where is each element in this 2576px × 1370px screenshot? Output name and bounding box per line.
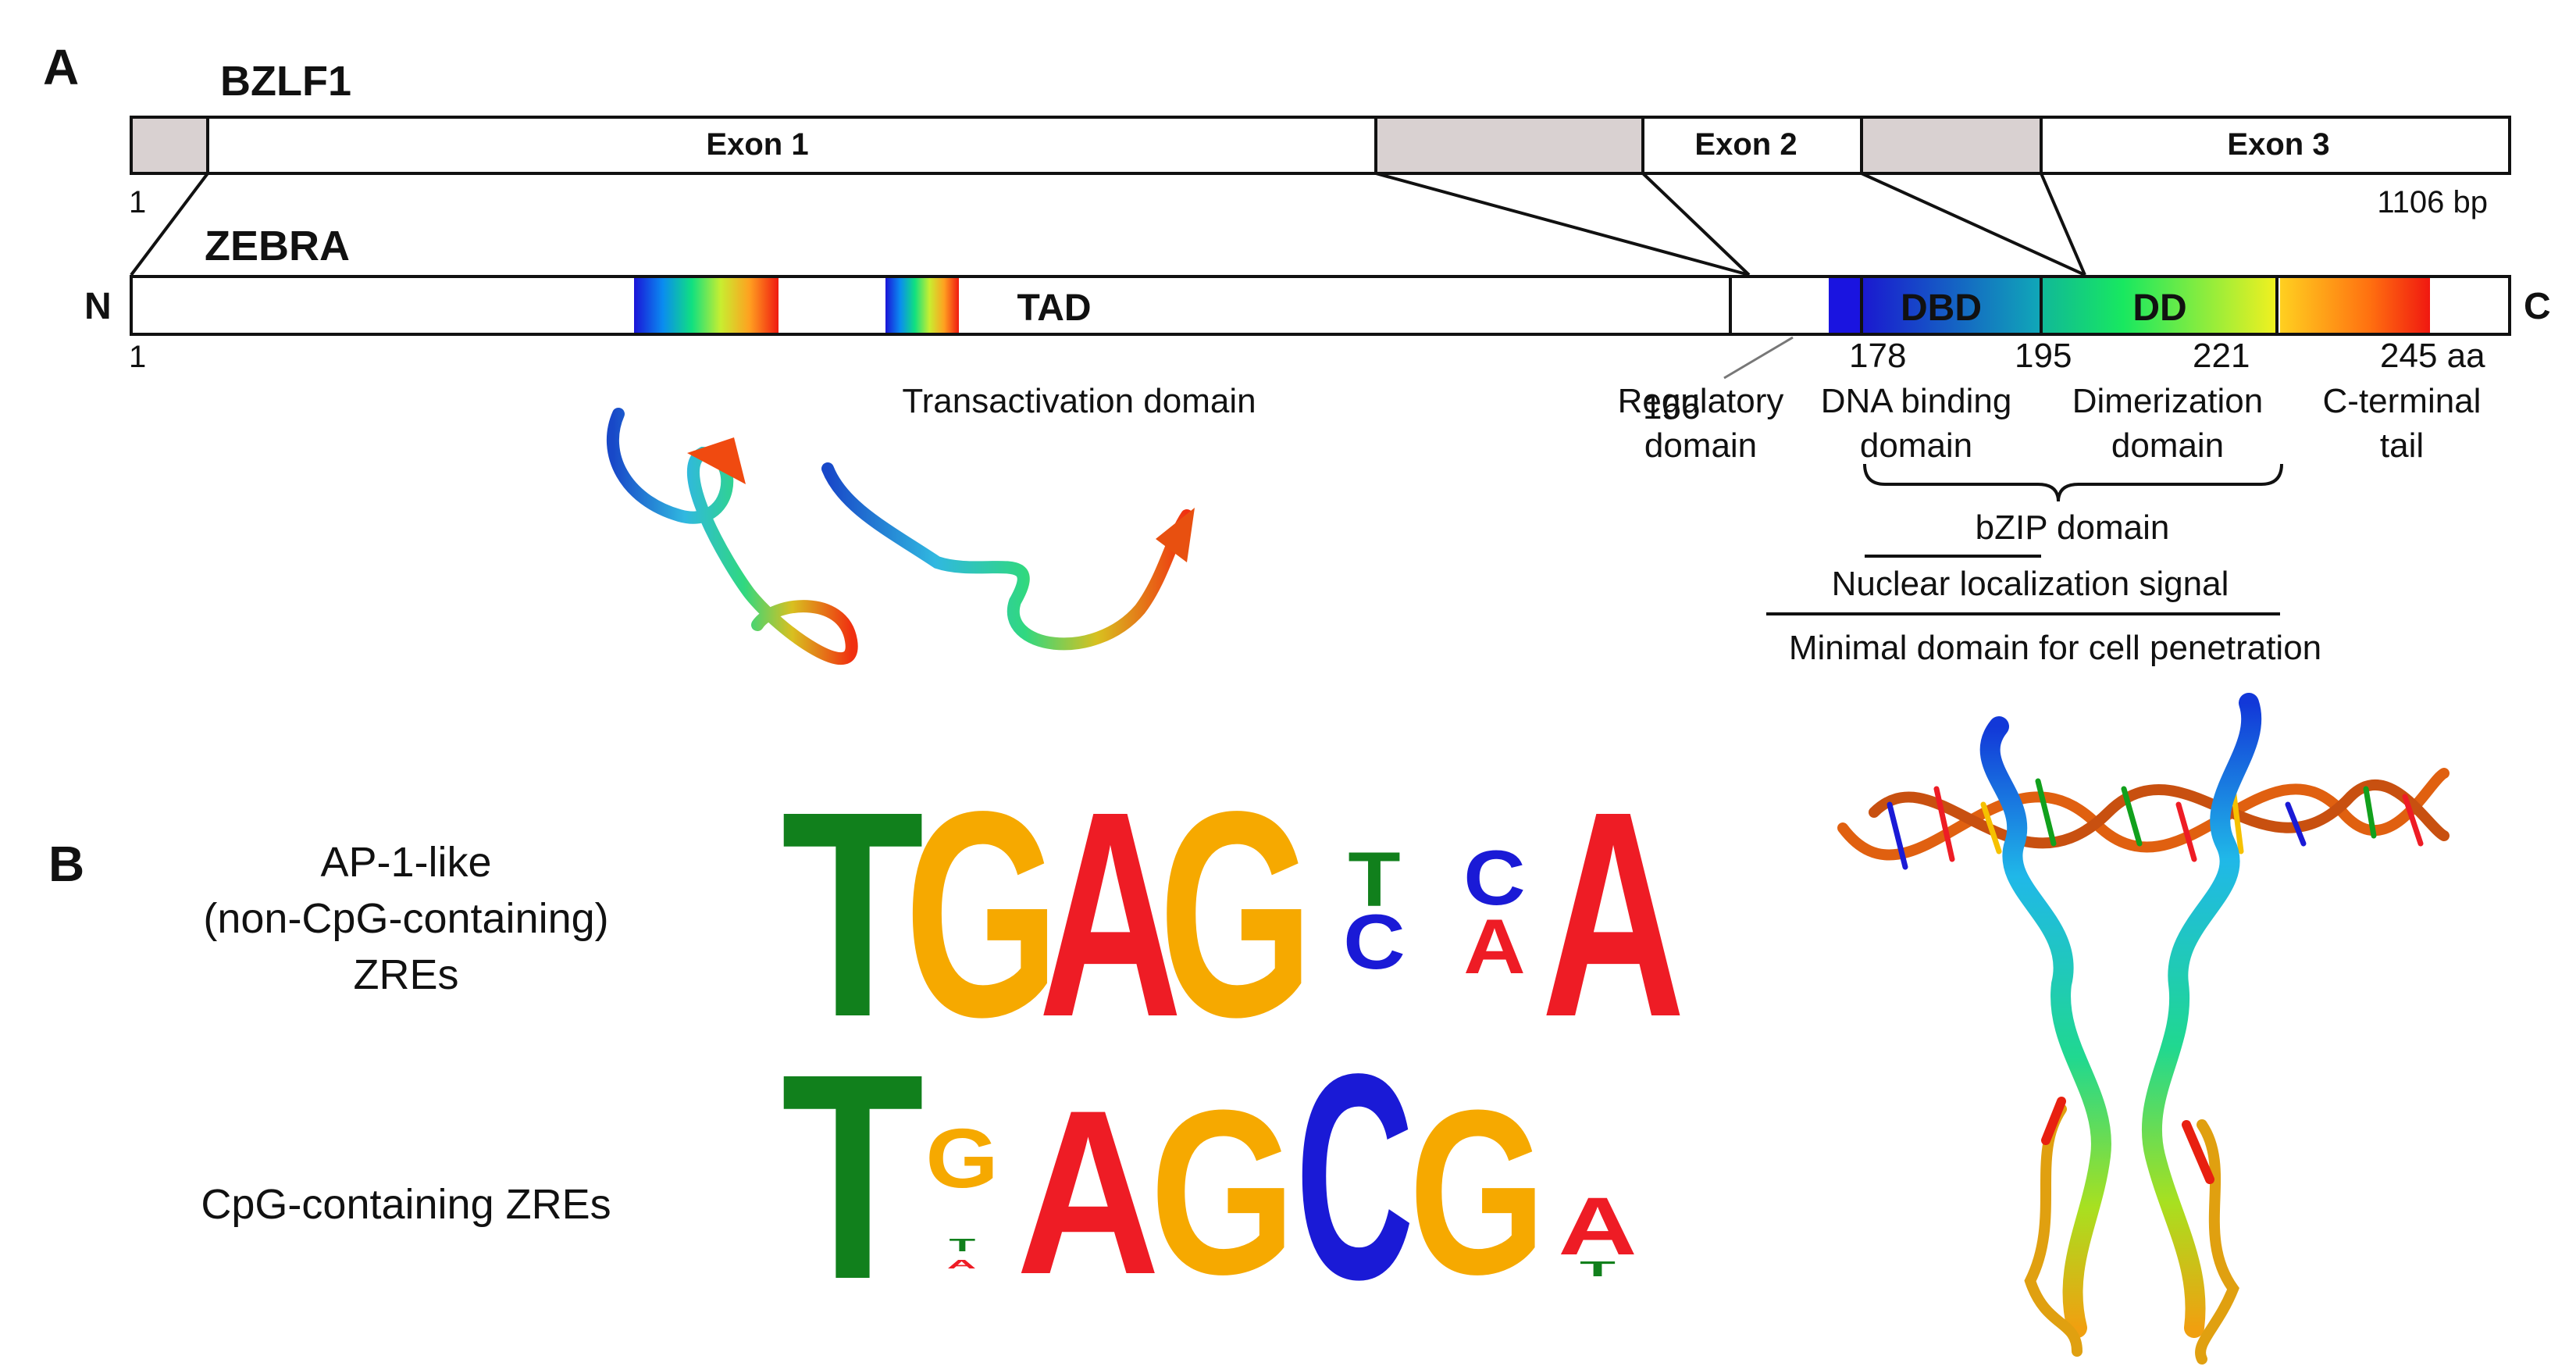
panel-a-label: A	[43, 39, 79, 95]
row2-label: CpG-containing ZREs	[201, 1181, 611, 1228]
logo-letter: A	[1016, 1061, 1160, 1322]
logo-letter: G	[1159, 751, 1313, 1078]
panel-b-label: B	[48, 836, 84, 892]
tad-structure-image	[606, 408, 1195, 665]
logo-letter: G	[1150, 1061, 1296, 1323]
logo-letter: A	[1558, 1181, 1637, 1272]
regulatory-segment	[1829, 278, 1862, 333]
logo-row-2: T G T A A G C G A T	[781, 1013, 1637, 1340]
regulatory-label-line1: Regulatory	[1618, 382, 1784, 420]
dna-binding-label-line2: domain	[1860, 426, 1972, 465]
logo-letter: T	[781, 751, 924, 1078]
protein-bar	[130, 275, 2511, 336]
nls-label: Nuclear localization signal	[1832, 565, 2229, 603]
logo-letter: G	[925, 1112, 998, 1206]
logo-letter: A	[1463, 904, 1525, 990]
exon-1-label: Exon 1	[706, 127, 808, 162]
exon-2-box	[1641, 116, 1863, 175]
gene-name: BZLF1	[220, 58, 351, 105]
bzip-brace	[1863, 463, 2283, 502]
n-terminus-label: N	[84, 286, 112, 327]
position-178: 178	[1849, 337, 1906, 375]
row1-label-line2: (non-CpG-containing)	[203, 895, 608, 942]
logo-letter: C	[1463, 835, 1525, 922]
tad-motif-1	[634, 278, 779, 333]
logo-letter: C	[1343, 899, 1405, 986]
logo-letter: T	[1580, 1257, 1616, 1281]
protein-start-label: 1	[129, 340, 146, 374]
tad-label: TAD	[1017, 287, 1091, 329]
c-tail-segment	[2280, 278, 2430, 333]
bzip-dna-structure-image	[1837, 693, 2450, 1365]
protein-name: ZEBRA	[205, 223, 350, 269]
exon-2-label: Exon 2	[1694, 127, 1797, 162]
gene-start-label: 1	[129, 185, 146, 219]
dbd-segment	[1862, 278, 2041, 333]
exon-3-label: Exon 3	[2227, 127, 2329, 162]
bzip-label: bZIP domain	[1976, 508, 2170, 547]
tad-motif-2	[885, 278, 959, 333]
c-terminal-label-line2: tail	[2380, 426, 2424, 465]
position-166: 166	[1643, 388, 1700, 426]
intron-segment	[130, 116, 209, 175]
c-terminus-label: C	[2524, 286, 2551, 327]
dd-label: DD	[2132, 287, 2186, 329]
logo-letter: A	[947, 1258, 977, 1272]
dimerization-label-line2: domain	[2111, 426, 2224, 465]
gene-bar	[130, 116, 2511, 175]
regulatory-label-line2: domain	[1644, 426, 1757, 465]
intron-segment	[1860, 116, 2043, 175]
position-221: 221	[2193, 337, 2250, 375]
gene-end-label: 1106 bp	[2377, 185, 2488, 219]
dimerization-label-line1: Dimerization	[2072, 382, 2264, 420]
row1-label-line1: AP-1-like	[320, 839, 491, 886]
exon-3-box	[2040, 116, 2511, 175]
logo-letter: C	[1295, 1014, 1414, 1340]
row1-label-line3: ZREs	[354, 951, 459, 998]
intron-segment	[1374, 116, 1644, 175]
exon-mapping-lines	[130, 172, 2086, 380]
logo-letter: T	[1348, 837, 1400, 923]
min-domain-label: Minimal domain for cell penetration	[1789, 629, 2321, 667]
exon-1-box	[206, 116, 1377, 175]
logo-letter: A	[1541, 751, 1685, 1078]
position-245: 245 aa	[2380, 337, 2485, 375]
c-terminal-label-line1: C-terminal	[2323, 382, 2482, 420]
logo-letter: G	[904, 751, 1059, 1078]
logo-letter: A	[1039, 751, 1182, 1078]
tad-domain-label: Transactivation domain	[902, 382, 1256, 420]
dd-segment	[2041, 278, 2275, 333]
position-195: 195	[2015, 337, 2072, 375]
dbd-label: DBD	[1901, 287, 1982, 329]
dna-binding-label-line1: DNA binding	[1821, 382, 2012, 420]
logo-row-1: T G A G T C C A A	[781, 751, 1685, 1078]
logo-letter: G	[1409, 1062, 1545, 1324]
logo-letter: T	[781, 1013, 924, 1340]
logo-letter: T	[950, 1235, 976, 1255]
